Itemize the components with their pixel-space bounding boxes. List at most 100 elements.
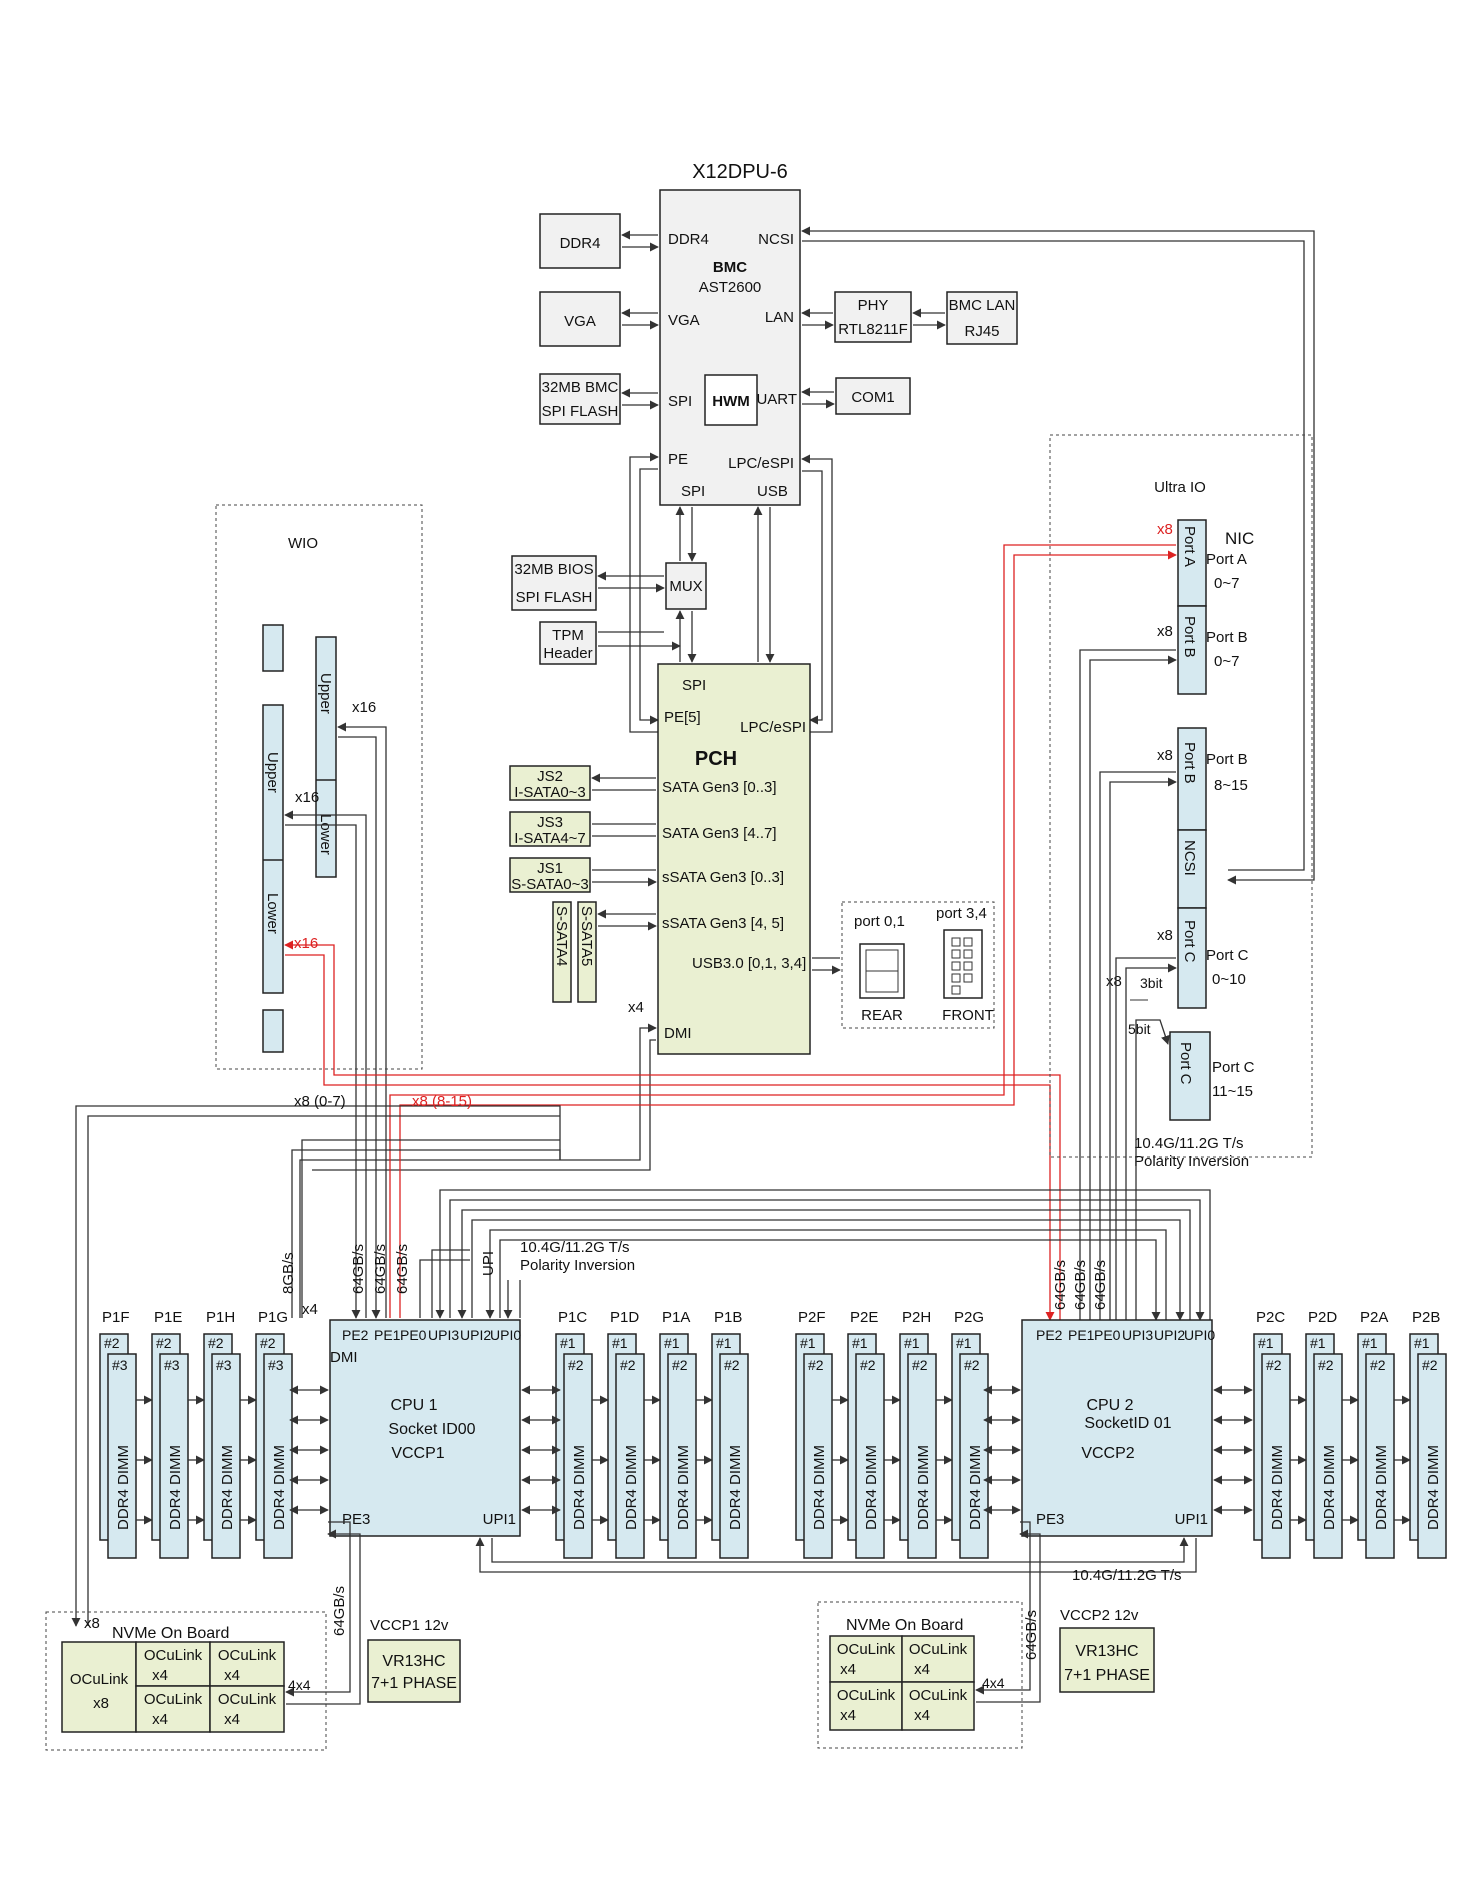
pch-usb: USB3.0 [0,1, 3,4]: [692, 955, 806, 972]
bmc-port-usb: USB: [757, 483, 788, 500]
upi-speed-l2: Polarity Inversion: [520, 1257, 635, 1274]
port-c1-range-l1: Port C: [1206, 947, 1249, 964]
dimm-type-label: DDR4 DIMM: [571, 1445, 588, 1530]
port-c2-range-l1: Port C: [1212, 1059, 1255, 1076]
nic-label: NIC: [1225, 529, 1254, 548]
vrm2-label: VCCP2 12v: [1060, 1607, 1139, 1624]
bmc-chip-name: AST2600: [699, 279, 762, 296]
cpu2-l2: SocketID 01: [1084, 1415, 1171, 1432]
pch-name: PCH: [695, 748, 737, 770]
pch-pe: PE[5]: [664, 709, 701, 726]
pch-lpc: LPC/eSPI: [740, 719, 806, 736]
cpu2-l3: VCCP2: [1081, 1445, 1134, 1462]
cpu2-64gbs-1: 64GB/s: [1052, 1260, 1069, 1310]
nvme1-ocu-d: OCuLink: [218, 1691, 277, 1708]
bmc-port-ncsi: NCSI: [758, 231, 794, 248]
dimm-slot-a: #1: [904, 1335, 920, 1351]
wio-slot-small-top: [262, 624, 284, 672]
nic-port-b1: [1177, 605, 1207, 695]
cpu2-l1: CPU 2: [1086, 1397, 1133, 1414]
bmc-ddr4: [539, 213, 621, 269]
nvme2-ocu-b-x4: x4: [914, 1661, 930, 1678]
wio-right-lower: Lower: [317, 814, 334, 855]
pch-ssata2: sSATA Gen3 [4, 5]: [662, 915, 784, 932]
nvme1-ocu8-l1: OCuLink: [70, 1671, 129, 1688]
dimm-slot-b: #2: [1370, 1357, 1386, 1373]
nic-ncsi: [1177, 829, 1207, 909]
vrm1-l2: 7+1 PHASE: [371, 1675, 457, 1692]
dimm-group-label: P2H: [902, 1309, 931, 1326]
nvme2-ocu-a-x4: x4: [840, 1661, 856, 1678]
ultra-io-label: Ultra IO: [1154, 479, 1206, 496]
cpu1-pe0: PE0: [400, 1327, 427, 1343]
nic-x8-b2: x8: [1157, 747, 1173, 764]
nic-port-c2: [1169, 1031, 1211, 1121]
cpu1-pe2: PE2: [342, 1327, 369, 1343]
cpu1-upi0: UPI0: [490, 1327, 521, 1343]
cpu2-64gbs-3: 64GB/s: [1092, 1260, 1109, 1310]
dimm-slot-a: #2: [156, 1335, 172, 1351]
nvme2-ocu-d-x4: x4: [914, 1707, 930, 1724]
cpu1-l2: Socket ID00: [388, 1421, 475, 1438]
dimm-slot-a: #1: [612, 1335, 628, 1351]
nvme1-connectors: OCuLink x8 OCuLink x4 OCuLink x4 OCuLink…: [61, 1641, 285, 1733]
tpm-header: [539, 621, 597, 665]
usb-rear-label: REAR: [861, 1007, 903, 1024]
cpu1-upi3: UPI3: [428, 1327, 459, 1343]
js3-l2: I-SATA4~7: [514, 830, 586, 847]
dimm-type-label: DDR4 DIMM: [1321, 1445, 1338, 1530]
vrm1-label: VCCP1 12v: [370, 1617, 449, 1634]
js3-l1: JS3: [537, 814, 563, 831]
cpu1-chip: PE2 PE1 PE0 UPI3 UPI2 UPI0 DMI CPU 1 Soc…: [329, 1319, 521, 1537]
cpu1-pe3: PE3: [342, 1511, 370, 1528]
dimm-group-label: P1F: [102, 1309, 130, 1326]
dimm-slot-b: #3: [164, 1357, 180, 1373]
cpu2-upi1: UPI1: [1175, 1511, 1208, 1528]
port-b2-range-l1: Port B: [1206, 751, 1248, 768]
link-64gbs-1: 64GB/s: [350, 1244, 367, 1294]
dimm-slot-b: #2: [672, 1357, 688, 1373]
port-a-range-l1: Port A: [1206, 551, 1247, 568]
nvme1-x8: x8: [84, 1615, 100, 1632]
pch-sata1: SATA Gen3 [0..3]: [662, 779, 777, 796]
usb-port01: port 0,1: [854, 913, 905, 930]
ultra-io-speed-l1: 10.4G/11.2G T/s: [1134, 1135, 1244, 1152]
js2-l1: JS2: [537, 768, 563, 785]
cpu2-chip: PE2 PE1 PE0 UPI3 UPI2 UPI0 CPU 2 SocketI…: [1021, 1319, 1215, 1537]
dimm-slot-b: #2: [568, 1357, 584, 1373]
dimm-type-label: DDR4 DIMM: [1373, 1445, 1390, 1530]
port-b2-range-l2: 8~15: [1214, 777, 1248, 794]
dimm-type-label: DDR4 DIMM: [811, 1445, 828, 1530]
dimm-slot-a: #1: [716, 1335, 732, 1351]
nic-port-c1-text: Port C: [1181, 920, 1198, 963]
nic-port-c2-text: Port C: [1177, 1042, 1194, 1085]
dimm-type-label: DDR4 DIMM: [623, 1445, 640, 1530]
bmc-port-lan: LAN: [765, 309, 794, 326]
nvme2-ocu-d: OCuLink: [909, 1687, 968, 1704]
js1-l1: JS1: [537, 860, 563, 877]
wio-left-lower: Lower: [264, 893, 281, 934]
dimm-slot-a: #1: [800, 1335, 816, 1351]
pch-ssata1: sSATA Gen3 [0..3]: [662, 869, 784, 886]
nvme1-ocu-a-x4: x4: [152, 1667, 168, 1684]
nvme1-ocu-d-x4: x4: [224, 1711, 240, 1728]
nic-3bit: 3bit: [1140, 975, 1163, 991]
link-64gbs-2: 64GB/s: [372, 1244, 389, 1294]
dimm-slot-b: #2: [1266, 1357, 1282, 1373]
ultra-io-speed-l2: Polarity Inversion: [1134, 1153, 1249, 1170]
vrm2-box: [1059, 1627, 1155, 1693]
pch-dmi-x4: x4: [628, 999, 644, 1016]
port-b1-range-l2: 0~7: [1214, 653, 1239, 670]
dimm-slot-b: #2: [860, 1357, 876, 1373]
bios-l2: SPI FLASH: [516, 589, 593, 606]
dimm-group-label: P2G: [954, 1309, 984, 1326]
nvme2-ocu-c-x4: x4: [840, 1707, 856, 1724]
front-usb-header-icon: [943, 929, 983, 999]
ssata4-label: S-SATA4: [553, 906, 570, 966]
